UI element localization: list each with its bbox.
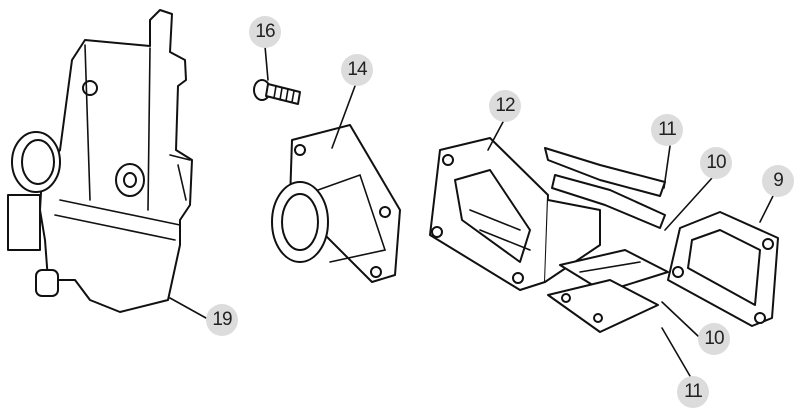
bolt — [253, 79, 301, 105]
callout-10-upper: 10 — [700, 147, 732, 179]
callout-19: 19 — [206, 304, 238, 336]
gasket — [667, 211, 779, 327]
callout-14: 14 — [341, 54, 373, 86]
reed-petals-upper — [544, 147, 666, 229]
callout-11-upper: 11 — [651, 114, 683, 146]
reed-block — [429, 137, 601, 291]
callout-10-lower: 10 — [698, 323, 730, 355]
callout-11-lower: 11 — [677, 376, 709, 408]
callout-9: 9 — [762, 165, 794, 197]
reed-petals-lower — [547, 249, 669, 333]
intake-manifold — [271, 124, 401, 283]
carburetor — [7, 9, 193, 313]
callout-16: 16 — [249, 16, 281, 48]
callout-12: 12 — [489, 90, 521, 122]
leader-lines — [169, 45, 774, 377]
